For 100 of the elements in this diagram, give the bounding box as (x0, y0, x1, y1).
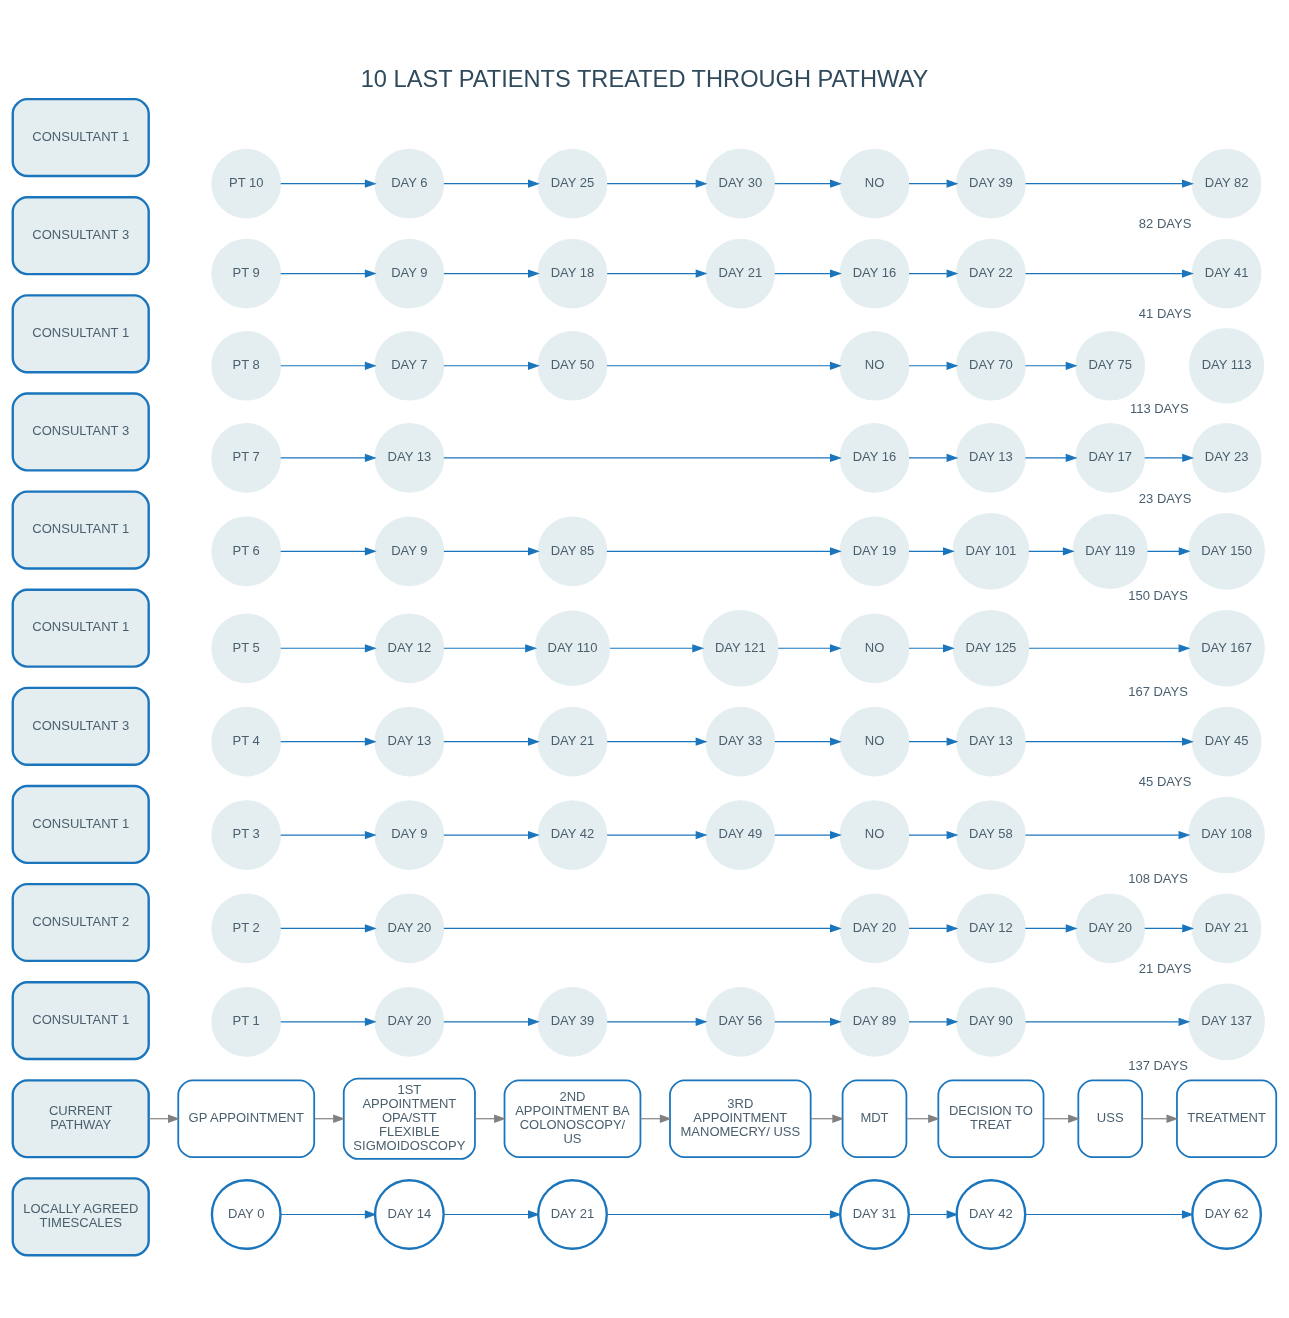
node-circle: DAY 150 (1188, 512, 1265, 590)
node-circle: DAY 16 (839, 238, 910, 308)
node-label: 82 DAYS (1138, 215, 1192, 231)
node-circle: DAY 13 (956, 422, 1026, 493)
arrow (908, 830, 959, 839)
node-circle: DAY 137 (1188, 983, 1265, 1060)
node-circle: DAY 25 (537, 148, 608, 219)
node-label: 21 DAYS (1138, 960, 1192, 976)
node-label: 137 DAYS (1128, 1057, 1188, 1073)
node-circle: DAY 56 (705, 986, 776, 1057)
arrow (606, 361, 842, 370)
arrow (908, 643, 955, 652)
arrow (1028, 643, 1191, 652)
node-box: CONSULTANT 1 (11, 489, 150, 570)
node-circle: DAY 13 (374, 706, 445, 777)
node-circle: DAY 20 (839, 893, 910, 963)
arrow (908, 361, 959, 370)
arrow (908, 737, 959, 746)
node-label: 23 DAYS (1138, 490, 1192, 506)
arrow (443, 268, 540, 278)
arrow (777, 643, 842, 652)
node-circle: DAY 39 (537, 986, 608, 1057)
diagram-title: 10 LAST PATIENTS TREATED THROUGH PATHWAY (360, 65, 929, 92)
node-circle: DAY 167 (1188, 609, 1265, 687)
arrow (1144, 923, 1195, 933)
node-circle: DAY 0 (210, 1178, 282, 1250)
node-circle: DAY 42 (537, 799, 608, 870)
arrow (443, 179, 540, 188)
arrow (1024, 923, 1078, 933)
arrow (314, 1114, 346, 1123)
node-circle: DAY 18 (537, 238, 608, 308)
node-box: 2ND APPOINTMENT BA COLONOSCOPY/ US (503, 1078, 642, 1158)
node-circle: NO (839, 330, 910, 401)
node-circle: DAY 125 (952, 609, 1030, 687)
arrow (606, 830, 708, 839)
arrow (606, 1209, 842, 1219)
node-label: 113 DAYS (1129, 400, 1189, 416)
node-circle: DAY 90 (956, 986, 1026, 1057)
node-circle: DAY 9 (374, 799, 445, 870)
arrow (443, 1209, 540, 1219)
arrow (606, 737, 708, 746)
arrow (1024, 737, 1194, 746)
arrow (1024, 361, 1078, 370)
node-circle: NO (839, 706, 910, 777)
arrow (443, 546, 540, 555)
node-circle: NO (839, 612, 910, 683)
node-box: 3RD APPOINTMENT MANOMECRY/ USS (669, 1078, 812, 1158)
node-circle: DAY 17 (1075, 422, 1146, 493)
node-circle: DAY 119 (1072, 513, 1148, 589)
node-circle: DAY 23 (1191, 422, 1262, 493)
node-box: CONSULTANT 3 (11, 686, 150, 766)
arrow (443, 923, 842, 933)
node-label: 167 DAYS (1128, 683, 1188, 699)
arrow (280, 1209, 377, 1219)
arrow (443, 453, 842, 462)
arrow (606, 1017, 708, 1026)
arrow (774, 737, 842, 746)
arrow (280, 179, 377, 188)
arrow (1024, 1017, 1191, 1026)
node-circle: DAY 41 (1191, 238, 1262, 308)
arrow (908, 546, 955, 555)
node-circle: DAY 6 (374, 148, 445, 219)
node-label: 45 DAYS (1138, 773, 1192, 789)
arrow (639, 1114, 672, 1123)
arrow (148, 1114, 180, 1123)
node-box: CONSULTANT 2 (11, 882, 150, 962)
node-circle: DAY 30 (705, 148, 776, 219)
arrow (1024, 179, 1194, 188)
node-circle: DAY 62 (1191, 1178, 1263, 1250)
arrow (443, 643, 537, 652)
node-circle: DAY 70 (956, 330, 1026, 401)
node-box: LOCALLY AGREED TIMESCALES (11, 1176, 150, 1256)
node-circle: DAY 21 (537, 1178, 608, 1250)
arrow (443, 1017, 540, 1026)
arrow (280, 268, 377, 278)
node-box: CONSULTANT 1 (11, 588, 150, 668)
node-box: USS (1077, 1078, 1144, 1158)
arrow (810, 1114, 845, 1123)
node-circle: DAY 31 (839, 1178, 910, 1250)
node-circle: DAY 39 (956, 148, 1026, 219)
node-circle: DAY 33 (705, 706, 776, 777)
node-circle: PT 7 (211, 422, 282, 493)
node-circle: DAY 13 (374, 422, 445, 493)
node-box: CONSULTANT 1 (11, 784, 150, 864)
arrow (774, 830, 842, 839)
node-circle: PT 9 (211, 238, 282, 308)
arrow (443, 361, 540, 370)
node-circle: DAY 19 (839, 515, 910, 586)
arrow (606, 179, 708, 188)
node-label: 150 DAYS (1128, 587, 1188, 603)
node-circle: DAY 49 (705, 799, 776, 870)
node-circle: DAY 21 (705, 238, 776, 308)
node-label: 41 DAYS (1138, 305, 1192, 321)
arrow (609, 643, 705, 652)
arrow (280, 643, 377, 652)
arrow (774, 179, 842, 188)
node-box: CONSULTANT 1 (11, 97, 150, 177)
node-box: MDT (841, 1078, 908, 1158)
node-circle: DAY 14 (373, 1178, 445, 1250)
node-circle: PT 6 (211, 515, 282, 586)
